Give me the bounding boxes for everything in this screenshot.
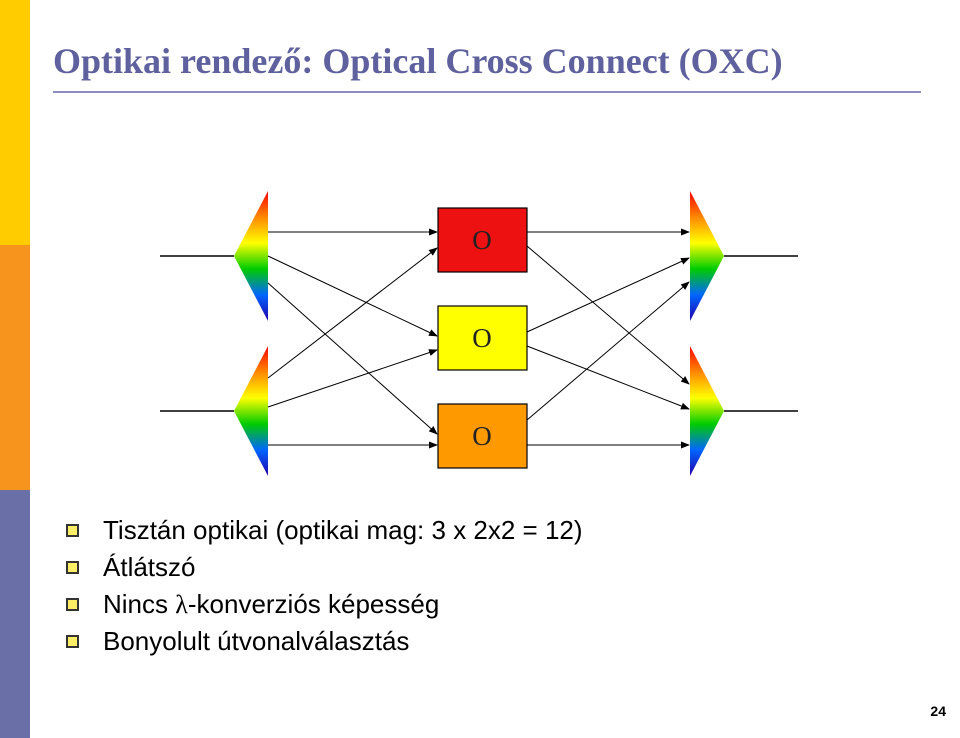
bullet-text: Nincs λ-konverziós képesség: [103, 589, 439, 620]
bullet-item: Bonyolult útvonalválasztás: [66, 623, 583, 660]
bullet-text-prefix: Nincs: [103, 589, 176, 619]
wavelength-link: [267, 255, 438, 337]
bullet-list: Tisztán optikai (optikai mag: 3 x 2x2 = …: [66, 512, 583, 660]
square-bullet-icon: [66, 561, 79, 574]
switch-label-orange: O: [472, 421, 492, 451]
bullet-text: Átlátszó: [103, 552, 196, 582]
bullet-text: Bonyolult útvonalválasztás: [103, 626, 410, 656]
wavelength-link: [267, 349, 438, 408]
multiplexer-prism-2: [690, 346, 724, 476]
sidebar-segment-yellow: [0, 0, 30, 245]
switch-box-red: [437, 207, 528, 273]
title-underline: [53, 91, 921, 93]
bullet-text-suffix: -konverziós képesség: [187, 589, 440, 619]
slide-title: Optikai rendező: Optical Cross Connect (…: [53, 41, 783, 81]
multiplexer-prism-1: [690, 191, 724, 321]
bullet-text: Tisztán optikai (optikai mag: 3 x 2x2 = …: [103, 515, 583, 545]
sidebar-segment-purple: [0, 490, 30, 738]
wavelength-link: [526, 257, 690, 333]
switch-label-red: O: [472, 225, 492, 255]
sidebar-segment-orange: [0, 245, 30, 490]
sidebar-stripe: [0, 0, 30, 738]
wavelength-link: [526, 281, 690, 421]
wavelength-link: [526, 345, 690, 410]
bullet-item: Nincs λ-konverziós képesség: [66, 586, 583, 623]
lambda-symbol: λ: [175, 590, 188, 619]
switch-box-yellow: [437, 305, 528, 371]
switch-label-yellow: O: [472, 323, 492, 353]
demultiplexer-prism-2: [234, 346, 268, 476]
wavelength-link: [267, 282, 438, 435]
switch-box-orange: [437, 403, 528, 469]
page-number: 24: [930, 703, 946, 719]
bullet-item: Átlátszó: [66, 549, 583, 586]
demultiplexer-prism-1: [234, 191, 268, 321]
wavelength-link: [526, 245, 690, 385]
bullet-item: Tisztán optikai (optikai mag: 3 x 2x2 = …: [66, 512, 583, 549]
wavelength-link: [267, 247, 438, 379]
square-bullet-icon: [66, 524, 79, 537]
square-bullet-icon: [66, 635, 79, 648]
square-bullet-icon: [66, 598, 79, 611]
